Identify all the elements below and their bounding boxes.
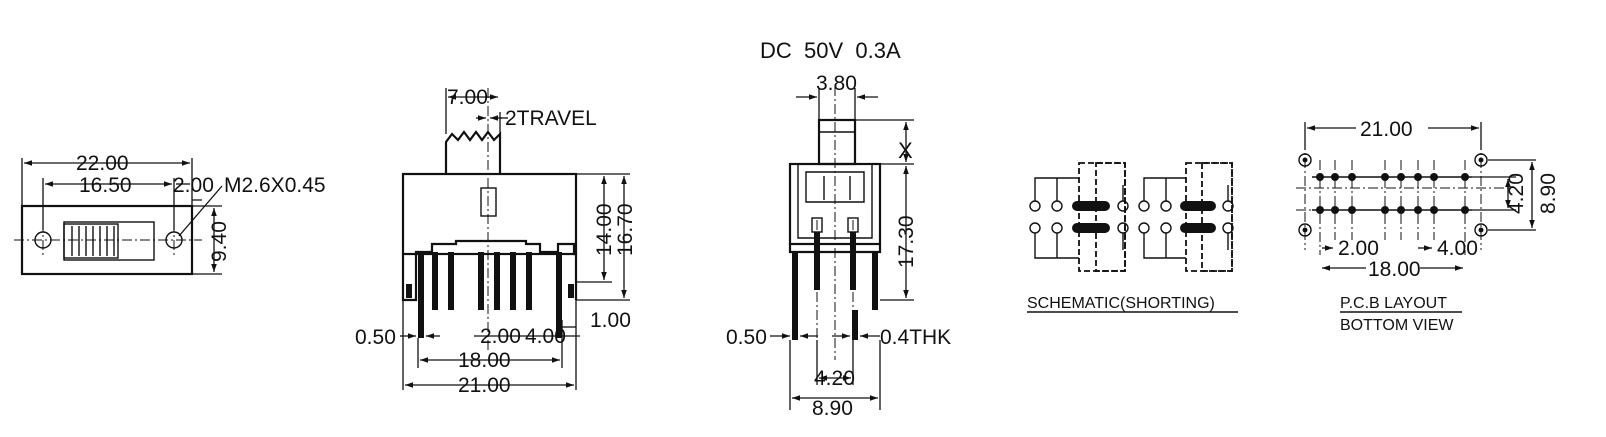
label-end-actuator-height: X <box>898 138 913 163</box>
label-side-pin-offset: 1.00 <box>590 309 631 332</box>
electrical-rating: DC 50V 0.3A <box>760 38 901 63</box>
label-side-body-width: 21.00 <box>458 374 511 397</box>
label-pcb-pitch-b: 4.00 <box>1437 237 1478 260</box>
label-side-pin-width: 0.50 <box>355 326 396 349</box>
label-end-body-depth: 8.90 <box>812 397 853 420</box>
label-pcb-width: 21.00 <box>1360 118 1413 141</box>
pcb-layout: 21.00 4.20 8.90 2.00 4.00 18.00 P.C.B LA… <box>1296 118 1560 334</box>
pcb-pin-holes <box>1316 173 1469 214</box>
label-side-body-height: 14.00 <box>593 203 616 256</box>
screw-leader <box>178 185 223 237</box>
front-view: 22.00 16.50 2.00 M2.6X0.45 9.40 <box>14 152 326 276</box>
label-front-width: 22.00 <box>76 152 129 175</box>
label-end-pin-thickness: 0.4THK <box>880 326 951 349</box>
label-side-travel: 2TRAVEL <box>505 107 597 130</box>
side-view: 7.00 2TRAVEL 14.00 16.70 1.00 0.50 2.00 … <box>355 86 637 397</box>
schematic-group-left <box>1029 162 1129 272</box>
side-actuator <box>444 130 502 174</box>
label-front-hole-edge: 2.00 <box>173 174 214 197</box>
label-pcb-pin-span: 18.00 <box>1368 258 1421 281</box>
schematic-group-right <box>1138 162 1234 272</box>
front-slot <box>63 221 155 261</box>
end-actuator <box>817 118 857 166</box>
pcb-caption-2: BOTTOM VIEW <box>1340 317 1454 334</box>
label-front-hole-spacing: 16.50 <box>79 174 132 197</box>
front-actuator-knob <box>63 223 119 259</box>
end-view: 3.80 X 17.30 0.50 0.4THK 4.20 8.90 <box>726 72 951 420</box>
front-actuator-ridges <box>71 226 115 256</box>
label-end-pin-width: 0.50 <box>726 326 767 349</box>
label-side-total-height: 16.70 <box>614 203 637 256</box>
pcb-caption-1: P.C.B LAYOUT <box>1340 295 1447 312</box>
schematic: SCHEMATIC(SHORTING) <box>1027 162 1238 313</box>
side-bottom-housing <box>401 239 578 302</box>
label-front-height: 9.40 <box>208 221 231 262</box>
label-end-body-height: 17.30 <box>895 215 918 268</box>
label-pcb-pitch-a: 2.00 <box>1338 237 1379 260</box>
label-pcb-row-spacing: 4.20 <box>1505 173 1528 214</box>
side-body <box>401 172 578 256</box>
label-side-actuator-width: 7.00 <box>447 86 488 109</box>
label-end-row-spacing: 4.20 <box>814 367 855 390</box>
label-end-actuator-thickness: 3.80 <box>816 72 857 95</box>
schematic-caption: SCHEMATIC(SHORTING) <box>1027 295 1215 312</box>
label-side-pitch-b: 4.00 <box>525 325 566 348</box>
label-side-pitch-a: 2.00 <box>480 325 521 348</box>
label-pcb-height: 8.90 <box>1537 173 1560 214</box>
side-pins <box>406 252 574 338</box>
label-side-pin-span: 18.00 <box>458 349 511 372</box>
label-screw-thread: M2.6X0.45 <box>224 174 326 197</box>
pcb-mount-holes <box>1298 153 1488 237</box>
